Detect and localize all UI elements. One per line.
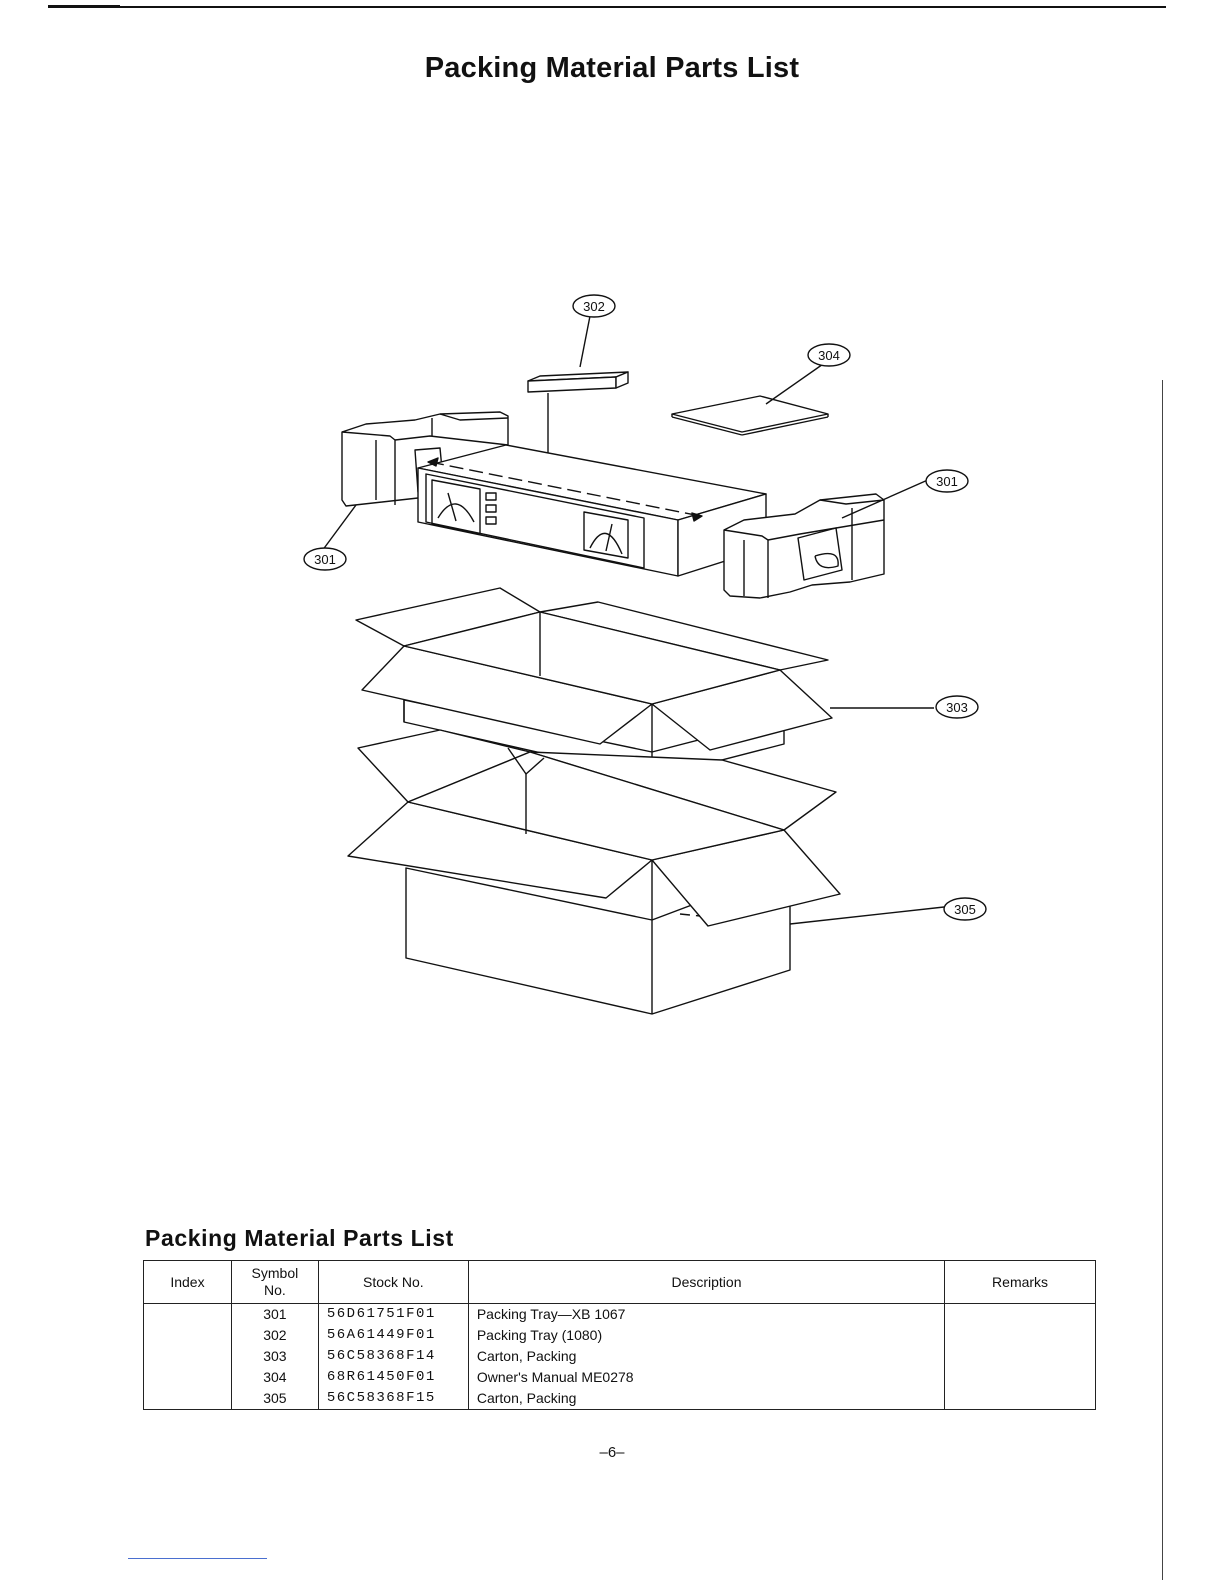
callout-301-right: 301 [925, 469, 969, 493]
header-symbol-line1: Symbol [251, 1265, 299, 1281]
part-301-right-tray [723, 493, 885, 599]
table-row: 302 56A61449F01 Packing Tray (1080) [143, 1325, 1096, 1346]
svg-text:301: 301 [936, 474, 958, 489]
cell-remarks [944, 1367, 1096, 1388]
table-row: 305 56C58368F15 Carton, Packing [143, 1388, 1096, 1410]
cell-remarks [944, 1346, 1096, 1367]
table-title: Packing Material Parts List [145, 1225, 454, 1251]
cell-stock-no: 56C58368F14 [317, 1346, 469, 1367]
cell-index [143, 1388, 232, 1410]
cell-stock-no: 68R61450F01 [317, 1367, 469, 1388]
svg-text:302: 302 [583, 299, 605, 314]
cell-remarks [944, 1325, 1096, 1346]
part-302-packing-tray [527, 371, 629, 393]
right-margin-rule [1162, 380, 1163, 1580]
cell-description: Carton, Packing [467, 1346, 946, 1367]
page-number: –6– [599, 1444, 625, 1461]
table-row: 303 56C58368F14 Carton, Packing [143, 1346, 1096, 1367]
callout-305: 305 [943, 897, 987, 921]
svg-text:303: 303 [946, 700, 968, 715]
leader-305 [789, 906, 945, 925]
leader-301-right [841, 478, 931, 519]
callout-302: 302 [572, 294, 616, 318]
callout-301-left: 301 [303, 547, 347, 571]
cell-stock-no: 56C58368F15 [317, 1388, 469, 1410]
leader-301-left [321, 504, 357, 552]
part-305-outer-carton [347, 729, 841, 1015]
cell-description: Packing Tray (1080) [467, 1325, 946, 1346]
top-rule [48, 6, 1166, 8]
header-description: Description [467, 1260, 946, 1304]
callout-304: 304 [807, 343, 851, 367]
cell-index [143, 1367, 232, 1388]
parts-table: Index Symbol No. Stock No. Description R… [143, 1260, 1096, 1410]
page-title: Packing Material Parts List [424, 52, 800, 84]
exploded-packing-diagram: 302 304 301 301 303 305 [303, 294, 987, 1015]
svg-text:304: 304 [818, 348, 840, 363]
cell-description: Carton, Packing [467, 1388, 946, 1410]
callout-303: 303 [935, 695, 979, 719]
cell-remarks [944, 1303, 1096, 1325]
cell-symbol: 304 [230, 1367, 319, 1388]
cell-description: Owner's Manual ME0278 [467, 1367, 946, 1388]
header-symbol: Symbol No. [230, 1260, 319, 1304]
cell-index [143, 1325, 232, 1346]
cell-symbol: 305 [230, 1388, 319, 1410]
part-304-owners-manual [671, 395, 829, 436]
table-row: 304 68R61450F01 Owner's Manual ME0278 [143, 1367, 1096, 1388]
header-stock-no: Stock No. [317, 1260, 469, 1304]
bottom-link-rule [128, 1558, 267, 1559]
cell-description: Packing Tray—XB 1067 [467, 1303, 946, 1325]
svg-text:301: 301 [314, 552, 336, 567]
leader-302 [579, 315, 591, 368]
table-header-row: Index Symbol No. Stock No. Description R… [143, 1260, 1096, 1304]
main-unit-equipment [417, 444, 767, 577]
leader-304 [765, 361, 827, 405]
svg-text:305: 305 [954, 902, 976, 917]
cell-index [143, 1346, 232, 1367]
header-index: Index [143, 1260, 232, 1304]
cell-stock-no: 56D61751F01 [317, 1303, 469, 1325]
cell-symbol: 301 [230, 1303, 319, 1325]
cell-symbol: 302 [230, 1325, 319, 1346]
cell-index [143, 1303, 232, 1325]
cell-symbol: 303 [230, 1346, 319, 1367]
cell-stock-no: 56A61449F01 [317, 1325, 469, 1346]
cell-remarks [944, 1388, 1096, 1410]
header-symbol-line2: No. [264, 1282, 286, 1298]
header-remarks: Remarks [944, 1260, 1096, 1304]
table-row: 301 56D61751F01 Packing Tray—XB 1067 [143, 1303, 1096, 1325]
